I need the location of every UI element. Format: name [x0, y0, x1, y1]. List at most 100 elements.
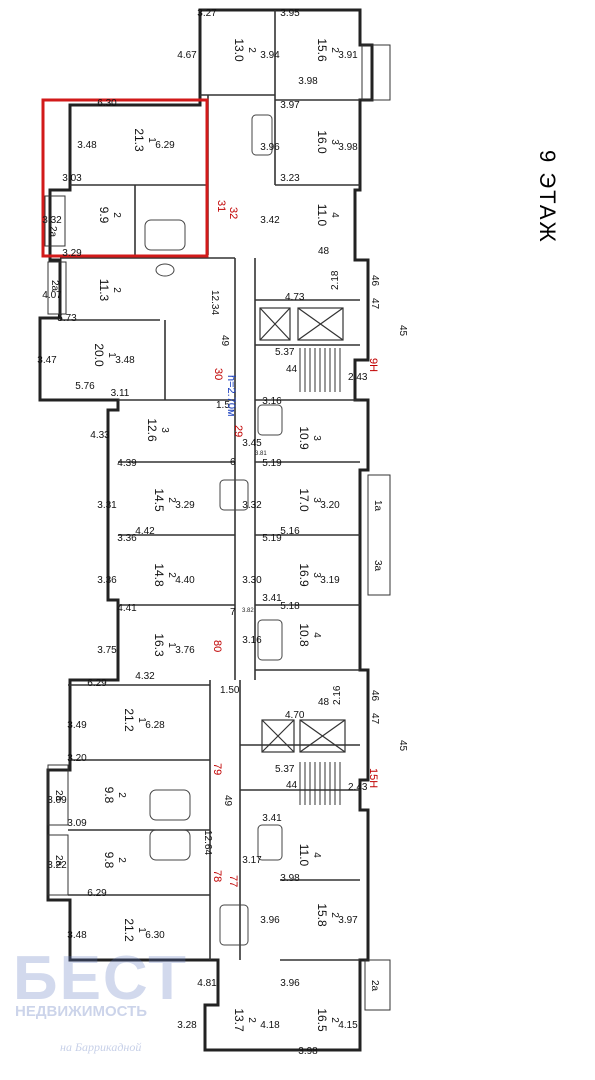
- room-dimension: 4.42: [135, 526, 155, 537]
- room-dimension: 3.75: [97, 645, 117, 656]
- room-dimension: 3.48: [77, 140, 97, 151]
- room-dimension: 3.30: [242, 575, 262, 586]
- room-dimension: 3.09: [47, 795, 67, 806]
- room-dimension: 3.49: [67, 720, 87, 731]
- highlighted-unit-frame: [41, 98, 209, 258]
- room-area: 11.3: [97, 279, 111, 302]
- room-number: 4: [311, 852, 322, 858]
- corridor-labels: 12.34 49 1.50 49 12.64 7 6 1.5 3.81 3.82: [202, 290, 267, 855]
- room-dimension: 3.76: [175, 645, 195, 656]
- room-number: 3: [311, 572, 322, 578]
- room-area: 14.8: [152, 563, 166, 587]
- balcony-label: 2a: [49, 280, 60, 292]
- stair-lower-width: 5.37: [275, 764, 295, 775]
- marker-79: 79: [211, 763, 223, 775]
- floor-label: 9 ЭТАЖ: [510, 150, 570, 350]
- room-dimension: 3.17: [242, 855, 262, 866]
- room-dimension: 3.98: [298, 1046, 318, 1057]
- room-area: 12.6: [145, 418, 159, 442]
- room-dimension: 3.36: [97, 575, 117, 586]
- room-dimension: 5.76: [75, 381, 95, 392]
- small-46: 46: [369, 275, 380, 287]
- room-area: 21.2: [122, 918, 136, 942]
- room-dimension: 6.29: [87, 888, 107, 899]
- marker-31: 31: [215, 200, 227, 212]
- stair-upper-width: 5.37: [275, 347, 295, 358]
- room-dimension: 3.47: [37, 355, 57, 366]
- room-number: 2: [111, 287, 122, 293]
- small-47b: 47: [369, 713, 380, 725]
- room-dimension: 3.28: [177, 1020, 197, 1031]
- balcony-label: 2a: [53, 855, 64, 867]
- lift-hall2-width: 4.70: [285, 710, 305, 721]
- room-dimension: 3.48: [115, 355, 135, 366]
- watermark-brand: БЕСТ: [13, 944, 189, 1013]
- room-dimension: 5.73: [57, 313, 77, 324]
- room-area: 10.8: [297, 623, 311, 647]
- room-dimension: 3.29: [175, 500, 195, 511]
- corridor-area-a: 49: [219, 335, 230, 347]
- room-dimension: 5.19: [262, 533, 282, 544]
- room-dimension: 3.22: [47, 860, 67, 871]
- room-dimension: 3.09: [67, 818, 87, 829]
- room-area: 16.5: [315, 1008, 329, 1032]
- room-dimension: 4.15: [338, 1020, 358, 1031]
- room-area: 10.9: [297, 426, 311, 450]
- room-dimension: 3.98: [298, 76, 318, 87]
- room-dimension: 3.11: [111, 388, 130, 399]
- room-dimension: 6.30: [97, 98, 117, 109]
- room-number: 2: [329, 1017, 340, 1023]
- ceiling-height: h=2.70м: [225, 375, 237, 417]
- room-dimension: 4.39: [117, 458, 137, 469]
- room-dimension: 6.30: [145, 930, 165, 941]
- room-dimension: 3.41: [262, 813, 282, 824]
- red-markers: 32 31 30 29 80 79 78 77 9Н 15Н h=2.70м: [211, 200, 379, 887]
- room-number: 2: [246, 47, 257, 53]
- balcony-45-b: 45: [397, 740, 408, 752]
- room-dimension: 3.16: [262, 396, 282, 407]
- marker-29: 29: [232, 425, 244, 437]
- balcony-label: 2a: [369, 980, 380, 992]
- room-dimension: 3.98: [280, 873, 300, 884]
- room-dimension: 3.23: [280, 173, 300, 184]
- small-47: 47: [369, 298, 380, 310]
- room-number: 2: [246, 1017, 257, 1023]
- room-area: 16.3: [152, 633, 166, 657]
- marker-9n: 9Н: [367, 358, 379, 372]
- small-46b: 46: [369, 690, 380, 702]
- room-dimension: 4.33: [90, 430, 110, 441]
- room-area: 13.0: [232, 38, 246, 62]
- stair-lower-len: 2.43: [348, 782, 368, 793]
- room-number: 2: [166, 497, 177, 503]
- balcony-label: 3a: [372, 560, 383, 572]
- room-dimension: 5.18: [280, 601, 300, 612]
- room-number: 1: [146, 137, 157, 143]
- room-dimension: 3.36: [117, 533, 137, 544]
- lift-hall-width: 4.73: [285, 292, 305, 303]
- watermark: БЕСТ НЕДВИЖИМОСТЬ на Баррикадной: [5, 935, 225, 1080]
- room-number: 2: [116, 792, 127, 798]
- staircases: [299, 348, 341, 805]
- room-area: 16.9: [297, 563, 311, 587]
- corridor-len-c: 12.64: [202, 830, 213, 855]
- room-dimension: 4.32: [135, 671, 155, 682]
- room-dimension: 3.96: [280, 978, 300, 989]
- room-dimension: 3.27: [197, 8, 217, 19]
- room-dimension: 3.32: [42, 215, 62, 226]
- room-area: 21.2: [122, 708, 136, 732]
- room-dimension: 6.29: [155, 140, 175, 151]
